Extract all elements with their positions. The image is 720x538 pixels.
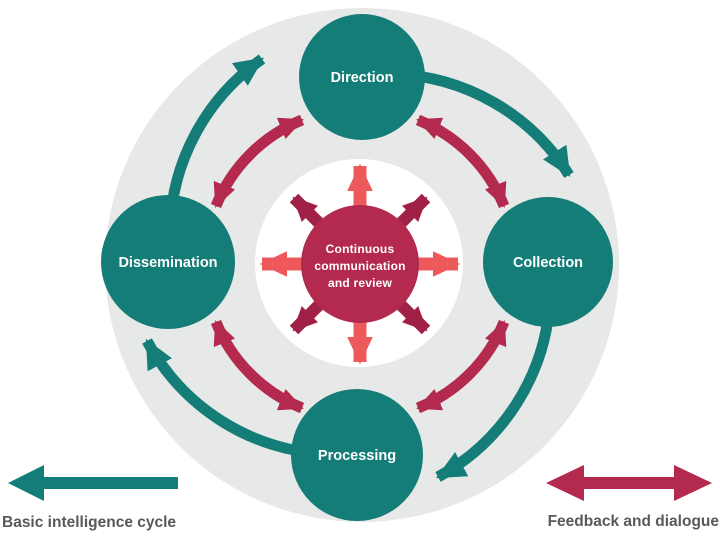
- feedback-arrow-icon: [546, 465, 712, 501]
- feedback-arrows: [210, 114, 510, 414]
- node-processing-label: Processing: [318, 448, 396, 464]
- basic-cycle-label: Basic intelligence cycle: [2, 514, 176, 531]
- center-hub-label-line2: communication: [314, 259, 405, 273]
- node-collection: Collection: [483, 197, 613, 327]
- center-hub-circle: [301, 205, 419, 323]
- node-direction: Direction: [299, 14, 425, 140]
- feedback-arrow-processing-dissemination: [210, 319, 305, 414]
- node-dissemination: Dissemination: [101, 195, 235, 329]
- node-collection-label: Collection: [513, 255, 583, 271]
- legend-feedback: Feedback and dialogue: [546, 465, 719, 530]
- center-hub-label-line1: Continuous: [326, 242, 395, 256]
- node-dissemination-circle: [101, 195, 235, 329]
- feedback-arrow-collection-processing: [415, 319, 510, 414]
- feedback-arrow-direction-collection: [415, 114, 510, 209]
- feedback-label: Feedback and dialogue: [548, 513, 720, 530]
- node-processing: Processing: [291, 389, 423, 521]
- node-direction-circle: [299, 14, 425, 140]
- basic-cycle-arrow-icon: [8, 465, 178, 501]
- feedback-arrow-dissemination-direction: [210, 114, 305, 209]
- node-direction-label: Direction: [331, 70, 394, 86]
- node-processing-circle: [291, 389, 423, 521]
- legend-basic-cycle: Basic intelligence cycle: [2, 465, 178, 531]
- node-collection-circle: [483, 197, 613, 327]
- center-hub-label-line3: and review: [328, 276, 392, 290]
- node-dissemination-label: Dissemination: [118, 255, 217, 271]
